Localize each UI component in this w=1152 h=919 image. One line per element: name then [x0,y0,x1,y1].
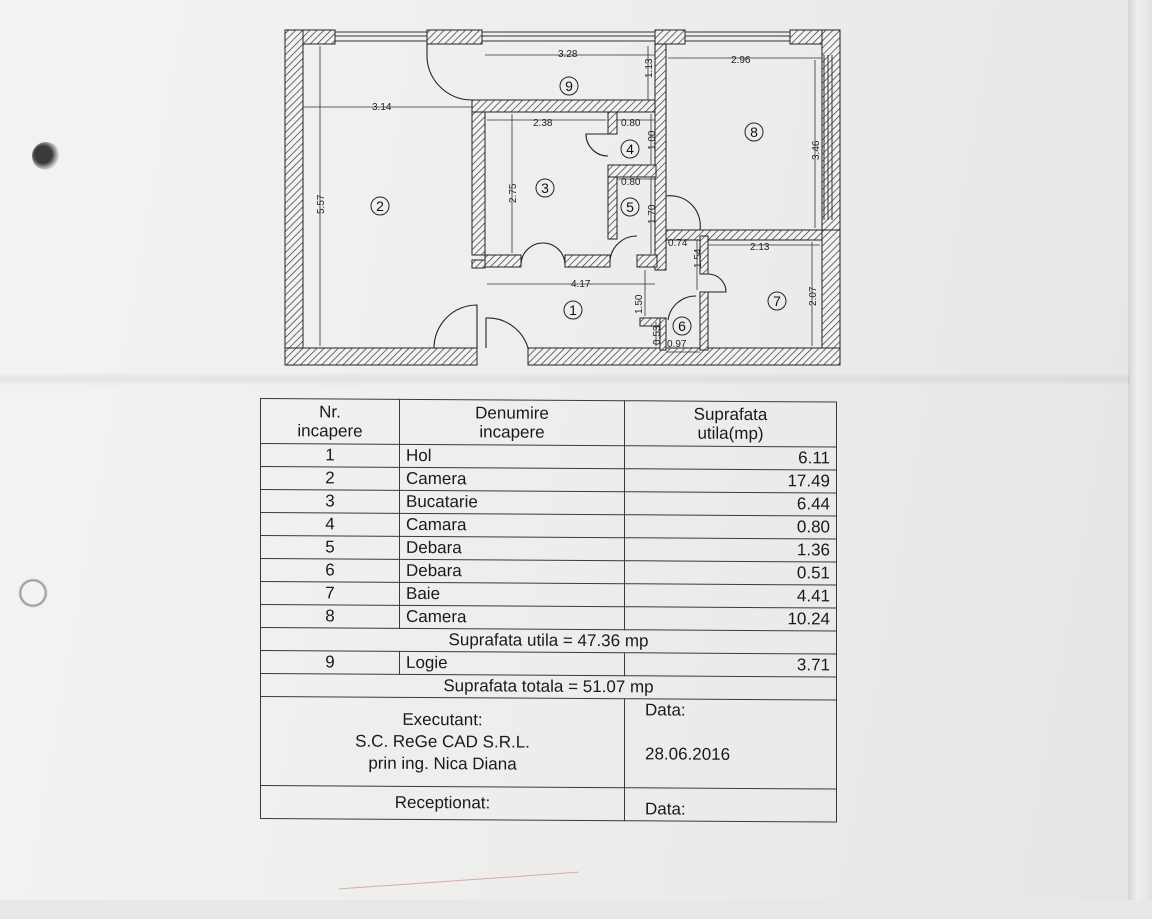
executant-block: Executant: S.C. ReGe CAD S.R.L. prin ing… [260,696,625,788]
floor-plan: 3.28 1.13 2.96 3.14 2.38 0.80 1.00 3.46 … [284,29,841,366]
row-area: 6.44 [624,491,837,517]
data-value: 28.06.2016 [645,744,731,764]
data-block: Data: 28.06.2016 [624,698,837,790]
row-name: Baie [399,582,625,607]
room-number-4: 4 [626,141,634,157]
dim-3-28: 3.28 [558,49,578,60]
room-number-3: 3 [541,180,549,196]
row-area: 10.24 [624,606,837,632]
dim-1-50: 1.50 [634,294,645,314]
row-area: 0.51 [624,560,837,586]
row-nr: 2 [260,466,400,491]
dim-1-00: 1.00 [647,130,658,150]
dimension-lines [303,46,822,353]
interior-walls [471,43,823,351]
dim-3-46: 3.46 [811,140,822,160]
paper-sheet [0,0,1130,900]
dim-2-13: 2.13 [750,242,770,253]
row-name: Bucatarie [399,490,625,515]
row-nr: 1 [260,443,400,468]
room-markers [370,76,787,336]
data-label-2: Data: [624,787,837,823]
exterior-walls [284,29,841,366]
row-area: 1.36 [624,537,837,563]
room-number-2: 2 [376,198,384,214]
row-area: 4.41 [624,583,837,609]
dim-0-97: 0.97 [667,339,687,350]
punch-hole-bottom [16,576,50,610]
row-name: Debara [399,536,625,561]
dim-2-38: 2.38 [533,118,553,129]
row-nr: 7 [260,581,400,606]
executant-engineer: prin ing. Nica Diana [368,753,517,774]
windows [335,31,833,220]
room-numbers: 2 3 4 5 1 6 7 8 9 [376,78,781,334]
dim-3-14: 3.14 [372,102,392,113]
row-area: 0.80 [624,514,837,540]
executant-label: Executant: [402,709,483,730]
executant-row: Executant: S.C. ReGe CAD S.R.L. prin ing… [260,696,837,790]
row-nr: 3 [260,489,400,514]
row-nr: 8 [260,604,400,629]
row-name: Hol [399,444,625,469]
dim-1-13: 1.13 [644,58,655,78]
page-edge [1128,0,1152,900]
dim-0-74: 0.74 [668,238,688,249]
room-number-1: 1 [569,302,577,318]
dim-4-17: 4.17 [571,279,591,290]
dim-0-53: 0.53 [652,325,663,345]
punch-hole-top [32,142,60,170]
row-area: 17.49 [624,468,837,494]
row-name: Camara [399,513,625,538]
executant-company: S.C. ReGe CAD S.R.L. [355,731,530,752]
row-nr: 5 [260,535,400,560]
receptionat-row: Receptionat: Data: [260,785,837,823]
dim-2-75: 2.75 [508,183,519,203]
dim-2-96: 2.96 [731,55,751,66]
dim-1-70: 1.70 [647,204,658,224]
row-name: Camera [399,605,625,630]
room-number-9: 9 [565,78,573,94]
data-label: Data: [645,700,686,720]
room-number-5: 5 [626,199,634,215]
dimension-labels: 3.28 1.13 2.96 3.14 2.38 0.80 1.00 3.46 … [316,49,822,350]
dim-5-57: 5.57 [316,194,327,214]
receptionat-label: Receptionat: [260,785,625,821]
logie-area: 3.71 [624,652,837,678]
room-number-7: 7 [773,293,781,309]
header-nr: Nr.incapere [260,398,400,445]
paper-fold [0,372,1130,386]
dim-2-07: 2.07 [808,286,819,306]
row-area: 6.11 [624,445,837,471]
row-nr: 4 [260,512,400,537]
row-nr: 6 [260,558,400,583]
logie-name: Logie [399,651,625,676]
dim-1-54: 1.54 [693,248,704,268]
row-name: Camera [399,467,625,492]
room-number-6: 6 [678,318,686,334]
row-name: Debara [399,559,625,584]
room-number-8: 8 [750,124,758,140]
logie-nr: 9 [260,650,400,675]
dim-0-80-a: 0.80 [621,118,641,129]
door-swings [426,44,727,349]
dim-0-80-b: 0.80 [621,177,641,188]
